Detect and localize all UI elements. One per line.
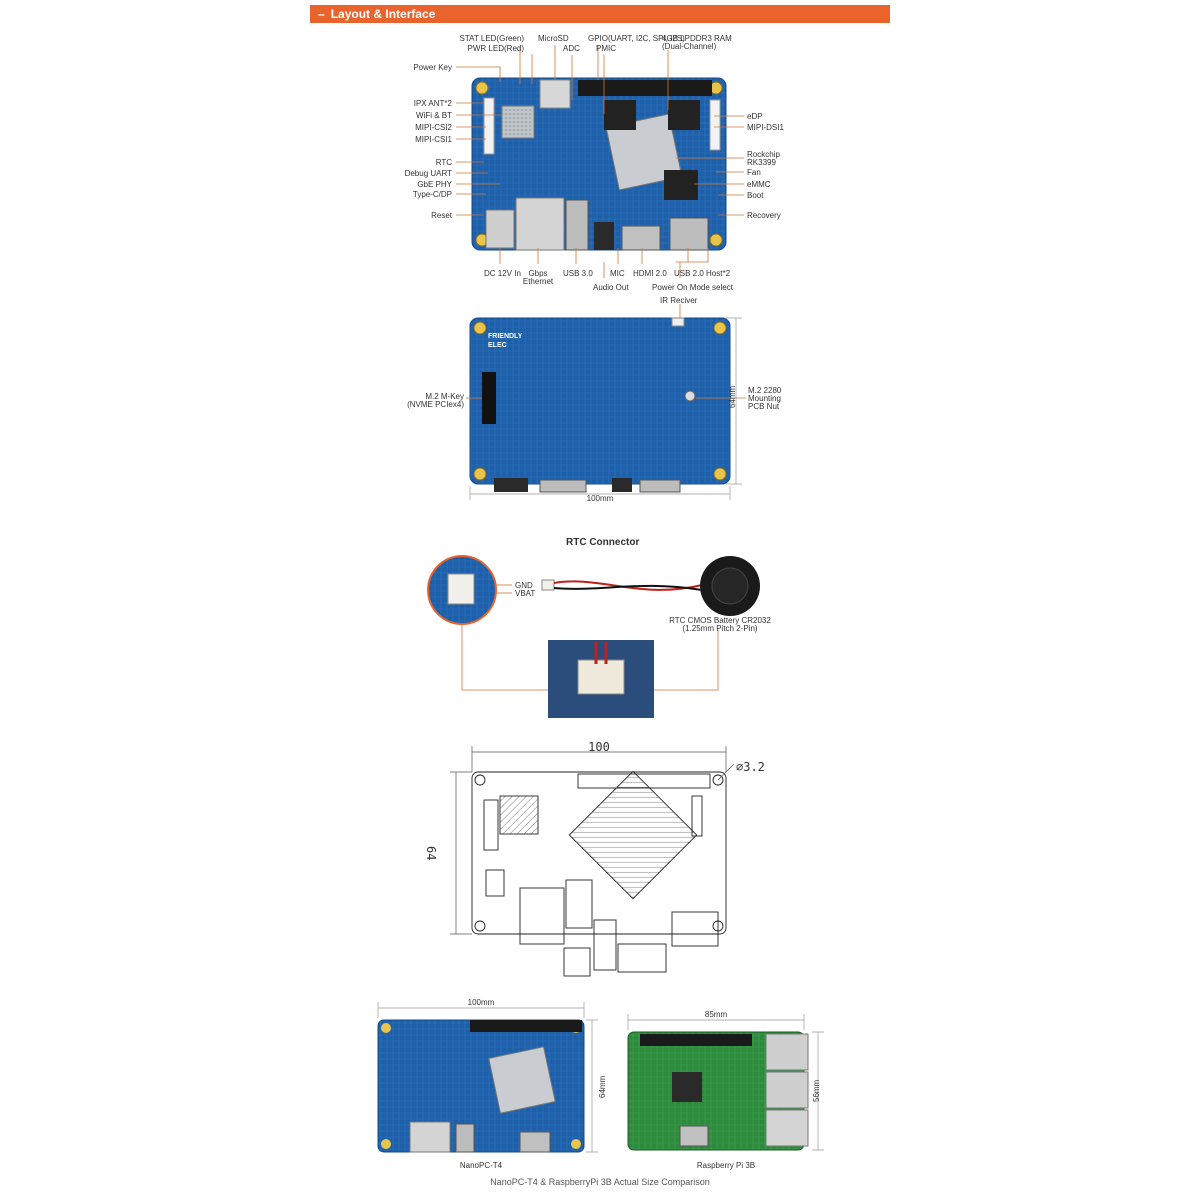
label-fan: Fan <box>747 168 761 177</box>
label-power-on-mode: Power On Mode select <box>652 283 733 292</box>
label-ram: 4GB LPDDR3 RAM <box>662 34 732 43</box>
label-gbe-phy: GbE PHY <box>417 180 452 189</box>
label-rtc-pitch: (1.25mm Pitch 2-Pin) <box>682 624 758 633</box>
label-dc-in: DC 12V In <box>484 269 521 278</box>
label-m2-key: M.2 M-Key <box>425 392 464 401</box>
label-ethernet: Ethernet <box>522 277 554 286</box>
label-recovery: Recovery <box>747 211 781 220</box>
label-t4-height: 64mm <box>598 1075 607 1098</box>
label-rtc-battery: RTC CMOS Battery CR2032 <box>669 616 771 625</box>
label-t4-name: NanoPC-T4 <box>459 1161 503 1170</box>
label-mipi-csi1: MIPI-CSI1 <box>415 135 452 144</box>
section-header: –Layout & Interface <box>310 5 890 23</box>
back-dimension-lines <box>469 317 742 500</box>
label-stat-led: STAT LED(Green) <box>459 34 524 43</box>
label-rockchip: Rockchip <box>747 150 780 159</box>
label-mipi-csi2: MIPI-CSI2 <box>415 123 452 132</box>
back-leader-lines <box>466 304 746 399</box>
label-type-c: Type-C/DP <box>412 190 452 199</box>
label-drawing-width: 100 <box>588 740 610 754</box>
label-power-key: Power Key <box>413 63 452 72</box>
label-mipi-dsi1: MIPI-DSI1 <box>747 123 784 132</box>
label-debug-uart: Debug UART <box>404 169 452 178</box>
mechanical-drawing <box>450 746 735 977</box>
label-usb2: USB 2.0 Host*2 <box>674 269 731 278</box>
label-rpi-name: Raspberry Pi 3B <box>696 1161 756 1170</box>
label-wifi-bt: WiFi & BT <box>416 111 452 120</box>
back-brand-top: FRIENDLY <box>488 333 523 340</box>
comparison-raspberry-pi <box>627 1014 824 1151</box>
label-rpi-width: 85mm <box>704 1010 728 1019</box>
label-rpi-height: 56mm <box>812 1079 821 1102</box>
label-rtc: RTC <box>435 158 452 167</box>
label-pmic: PMIC <box>596 44 616 53</box>
label-vbat: VBAT <box>515 589 536 598</box>
label-reset: Reset <box>431 211 452 220</box>
rtc-title: RTC Connector <box>566 537 640 548</box>
label-back-height: 64mm <box>728 385 737 408</box>
label-ir-receiver: IR Reciver <box>660 296 698 305</box>
label-nvme: (NVME PCIex4) <box>407 400 464 409</box>
label-pcb-nut: PCB Nut <box>748 402 780 411</box>
label-pwr-led: PWR LED(Red) <box>467 44 524 53</box>
label-mounting: Mounting <box>748 394 781 403</box>
label-usb3: USB 3.0 <box>563 269 593 278</box>
label-ram-channel: (Dual-Channel) <box>662 42 717 51</box>
label-gbps: Gbps <box>528 269 548 278</box>
comparison-caption: NanoPC-T4 & RaspberryPi 3B Actual Size C… <box>490 1177 710 1187</box>
board-front <box>471 77 727 251</box>
label-microsd: MicroSD <box>538 34 569 43</box>
label-m2-2280: M.2 2280 <box>748 386 782 395</box>
label-adc: ADC <box>563 44 580 53</box>
label-edp: eDP <box>747 112 763 121</box>
back-brand-bottom: ELEC <box>488 342 507 349</box>
label-mic: MIC <box>610 269 625 278</box>
label-audio-out: Audio Out <box>593 283 629 292</box>
label-boot: Boot <box>747 191 764 200</box>
label-ipx-ant: IPX ANT*2 <box>413 99 452 108</box>
label-gpio: GPIO(UART, I2C, SPI, I2S) <box>588 34 685 43</box>
label-hdmi: HDMI 2.0 <box>633 269 667 278</box>
label-rk3399: RK3399 <box>747 158 776 167</box>
label-back-width: 100mm <box>586 494 614 503</box>
dash-icon: – <box>318 7 325 21</box>
label-gnd: GND <box>515 581 533 590</box>
rtc-section <box>427 555 760 718</box>
section-title: Layout & Interface <box>330 7 436 21</box>
label-t4-width: 100mm <box>467 998 495 1007</box>
label-drawing-height: 64 <box>424 846 438 861</box>
comparison-nanopc <box>377 1002 598 1153</box>
label-hole-diameter: ⌀3.2 <box>736 760 765 774</box>
label-emmc: eMMC <box>747 180 771 189</box>
board-back <box>469 317 731 493</box>
front-leader-lines <box>456 45 744 278</box>
